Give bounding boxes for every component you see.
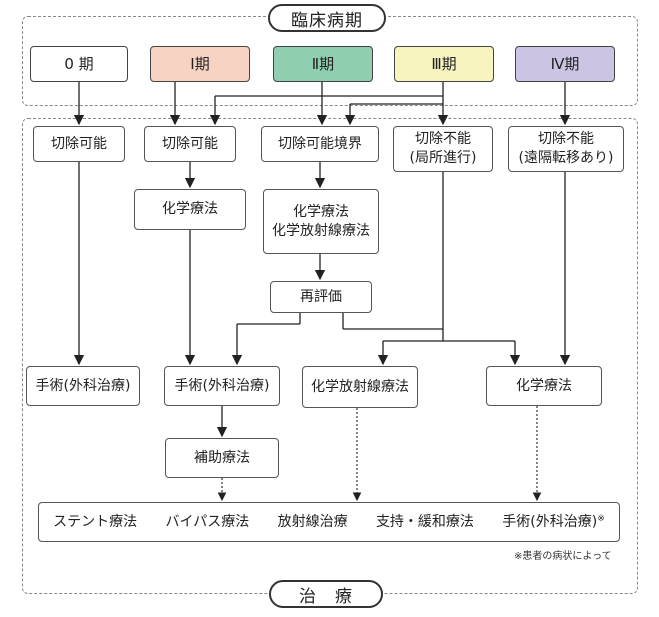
resectable-box-1: 切除可能 — [144, 126, 236, 162]
reevaluation-box: 再評価 — [270, 281, 372, 313]
surgery-box-0: 手術(外科治療) — [26, 366, 140, 406]
chemo-crt-box: 化学療法化学放射線療法 — [263, 189, 379, 254]
stage-1-box: Ⅰ期 — [150, 46, 250, 82]
stage-2-box: Ⅱ期 — [273, 46, 373, 82]
supportive-palliative-label: 支持・緩和療法 — [375, 513, 474, 530]
stage-4-box: Ⅳ期 — [515, 46, 615, 82]
surgery-label: 手術(外科治療)※ — [502, 513, 605, 530]
stent-therapy-label: ステント療法 — [53, 513, 138, 530]
stage-0-box: 0 期 — [30, 46, 128, 82]
chemoradiotherapy-box: 化学放射線療法 — [302, 366, 418, 408]
resectable-box-0: 切除可能 — [33, 126, 125, 162]
footnote-mark: ※ — [597, 513, 605, 524]
borderline-resectable-box: 切除可能境界 — [261, 126, 379, 162]
palliative-options-box: ステント療法 バイパス療法 放射線治療 支持・緩和療法 手術(外科治療)※ — [38, 502, 620, 542]
bypass-therapy-label: バイパス療法 — [165, 513, 250, 530]
surgery-box-1: 手術(外科治療) — [164, 366, 280, 406]
treatment-title: 治 療 — [269, 580, 383, 608]
chemotherapy-box-1: 化学療法 — [134, 189, 246, 230]
stage-3-box: Ⅲ期 — [394, 46, 494, 82]
chemotherapy-box-right: 化学療法 — [486, 366, 602, 406]
radiotherapy-label: 放射線治療 — [277, 513, 348, 530]
unresectable-local-box: 切除不能(局所進行) — [393, 126, 493, 172]
clinical-stage-title: 臨床病期 — [268, 4, 386, 32]
footnote: ※患者の病状によって — [514, 551, 612, 562]
adjuvant-therapy-box: 補助療法 — [165, 438, 279, 478]
unresectable-metastatic-box: 切除不能(遠隔転移あり) — [508, 126, 624, 172]
